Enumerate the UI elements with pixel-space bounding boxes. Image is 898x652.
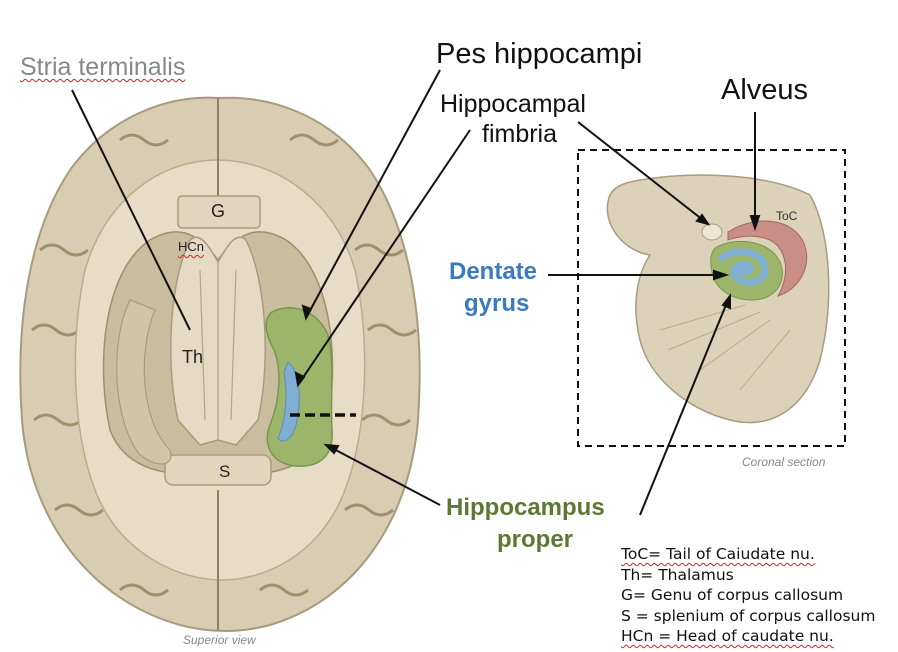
legend-item-hcn: HCn = Head of caudate nu. (621, 627, 834, 645)
label-fimbria: fimbria (482, 120, 558, 148)
label-proper: proper (497, 526, 574, 553)
abbreviation-legend: ToC= Tail of Caiudate nu. Th= Thalamus G… (621, 544, 875, 647)
pointer-hippocampus-right (639, 299, 729, 516)
pointer-pes-hippocampi (305, 69, 441, 319)
label-gyrus: gyrus (464, 290, 530, 317)
label-ToC: ToC (776, 209, 798, 223)
legend-item-g: G= Genu of corpus callosum (621, 586, 844, 604)
pointer-stria-terminalis (71, 89, 191, 331)
coronal-dentate-gyrus (718, 248, 769, 286)
pointer-fimbria (297, 129, 471, 386)
coronal-section (606, 174, 830, 424)
label-stria-terminalis: Stria terminalis (20, 55, 185, 80)
genu-corpus-callosum (177, 195, 261, 229)
pointer-fimbria-coronal (577, 121, 709, 225)
label-Th: Th (182, 347, 204, 367)
splenium-corpus-callosum (164, 454, 272, 486)
label-G: G (211, 201, 226, 221)
stria-terminalis-text: Stria terminalis (20, 53, 186, 81)
gyri-pattern (31, 133, 417, 597)
label-hippocampus: Hippocampus (446, 494, 605, 521)
tail-of-caudate (727, 220, 808, 297)
label-S: S (219, 462, 231, 481)
label-pes-hippocampi: Pes hippocampi (436, 38, 643, 70)
label-alveus: Alveus (721, 74, 809, 106)
pointer-lines (71, 69, 761, 516)
brain-superior-view (19, 96, 421, 632)
label-hippocampal: Hippocampal (440, 90, 586, 118)
legend-item-toc: ToC= Tail of Caiudate nu. (621, 545, 815, 563)
coronal-inset-frame (577, 149, 846, 447)
fimbria-knob (701, 223, 723, 241)
legend-item-th: Th= Thalamus (621, 565, 734, 584)
hippocampal-fimbria-blue (277, 361, 300, 442)
caption-coronal-section: Coronal section (742, 455, 826, 469)
label-dentate: Dentate (449, 258, 538, 285)
pointer-hippocampus-left (329, 446, 441, 506)
caption-superior-view: Superior view (183, 633, 256, 647)
legend-item-s: S = splenium of corpus callosum (621, 606, 876, 625)
label-HCn: HCn (178, 240, 204, 253)
hcn-text: HCn (178, 239, 205, 254)
